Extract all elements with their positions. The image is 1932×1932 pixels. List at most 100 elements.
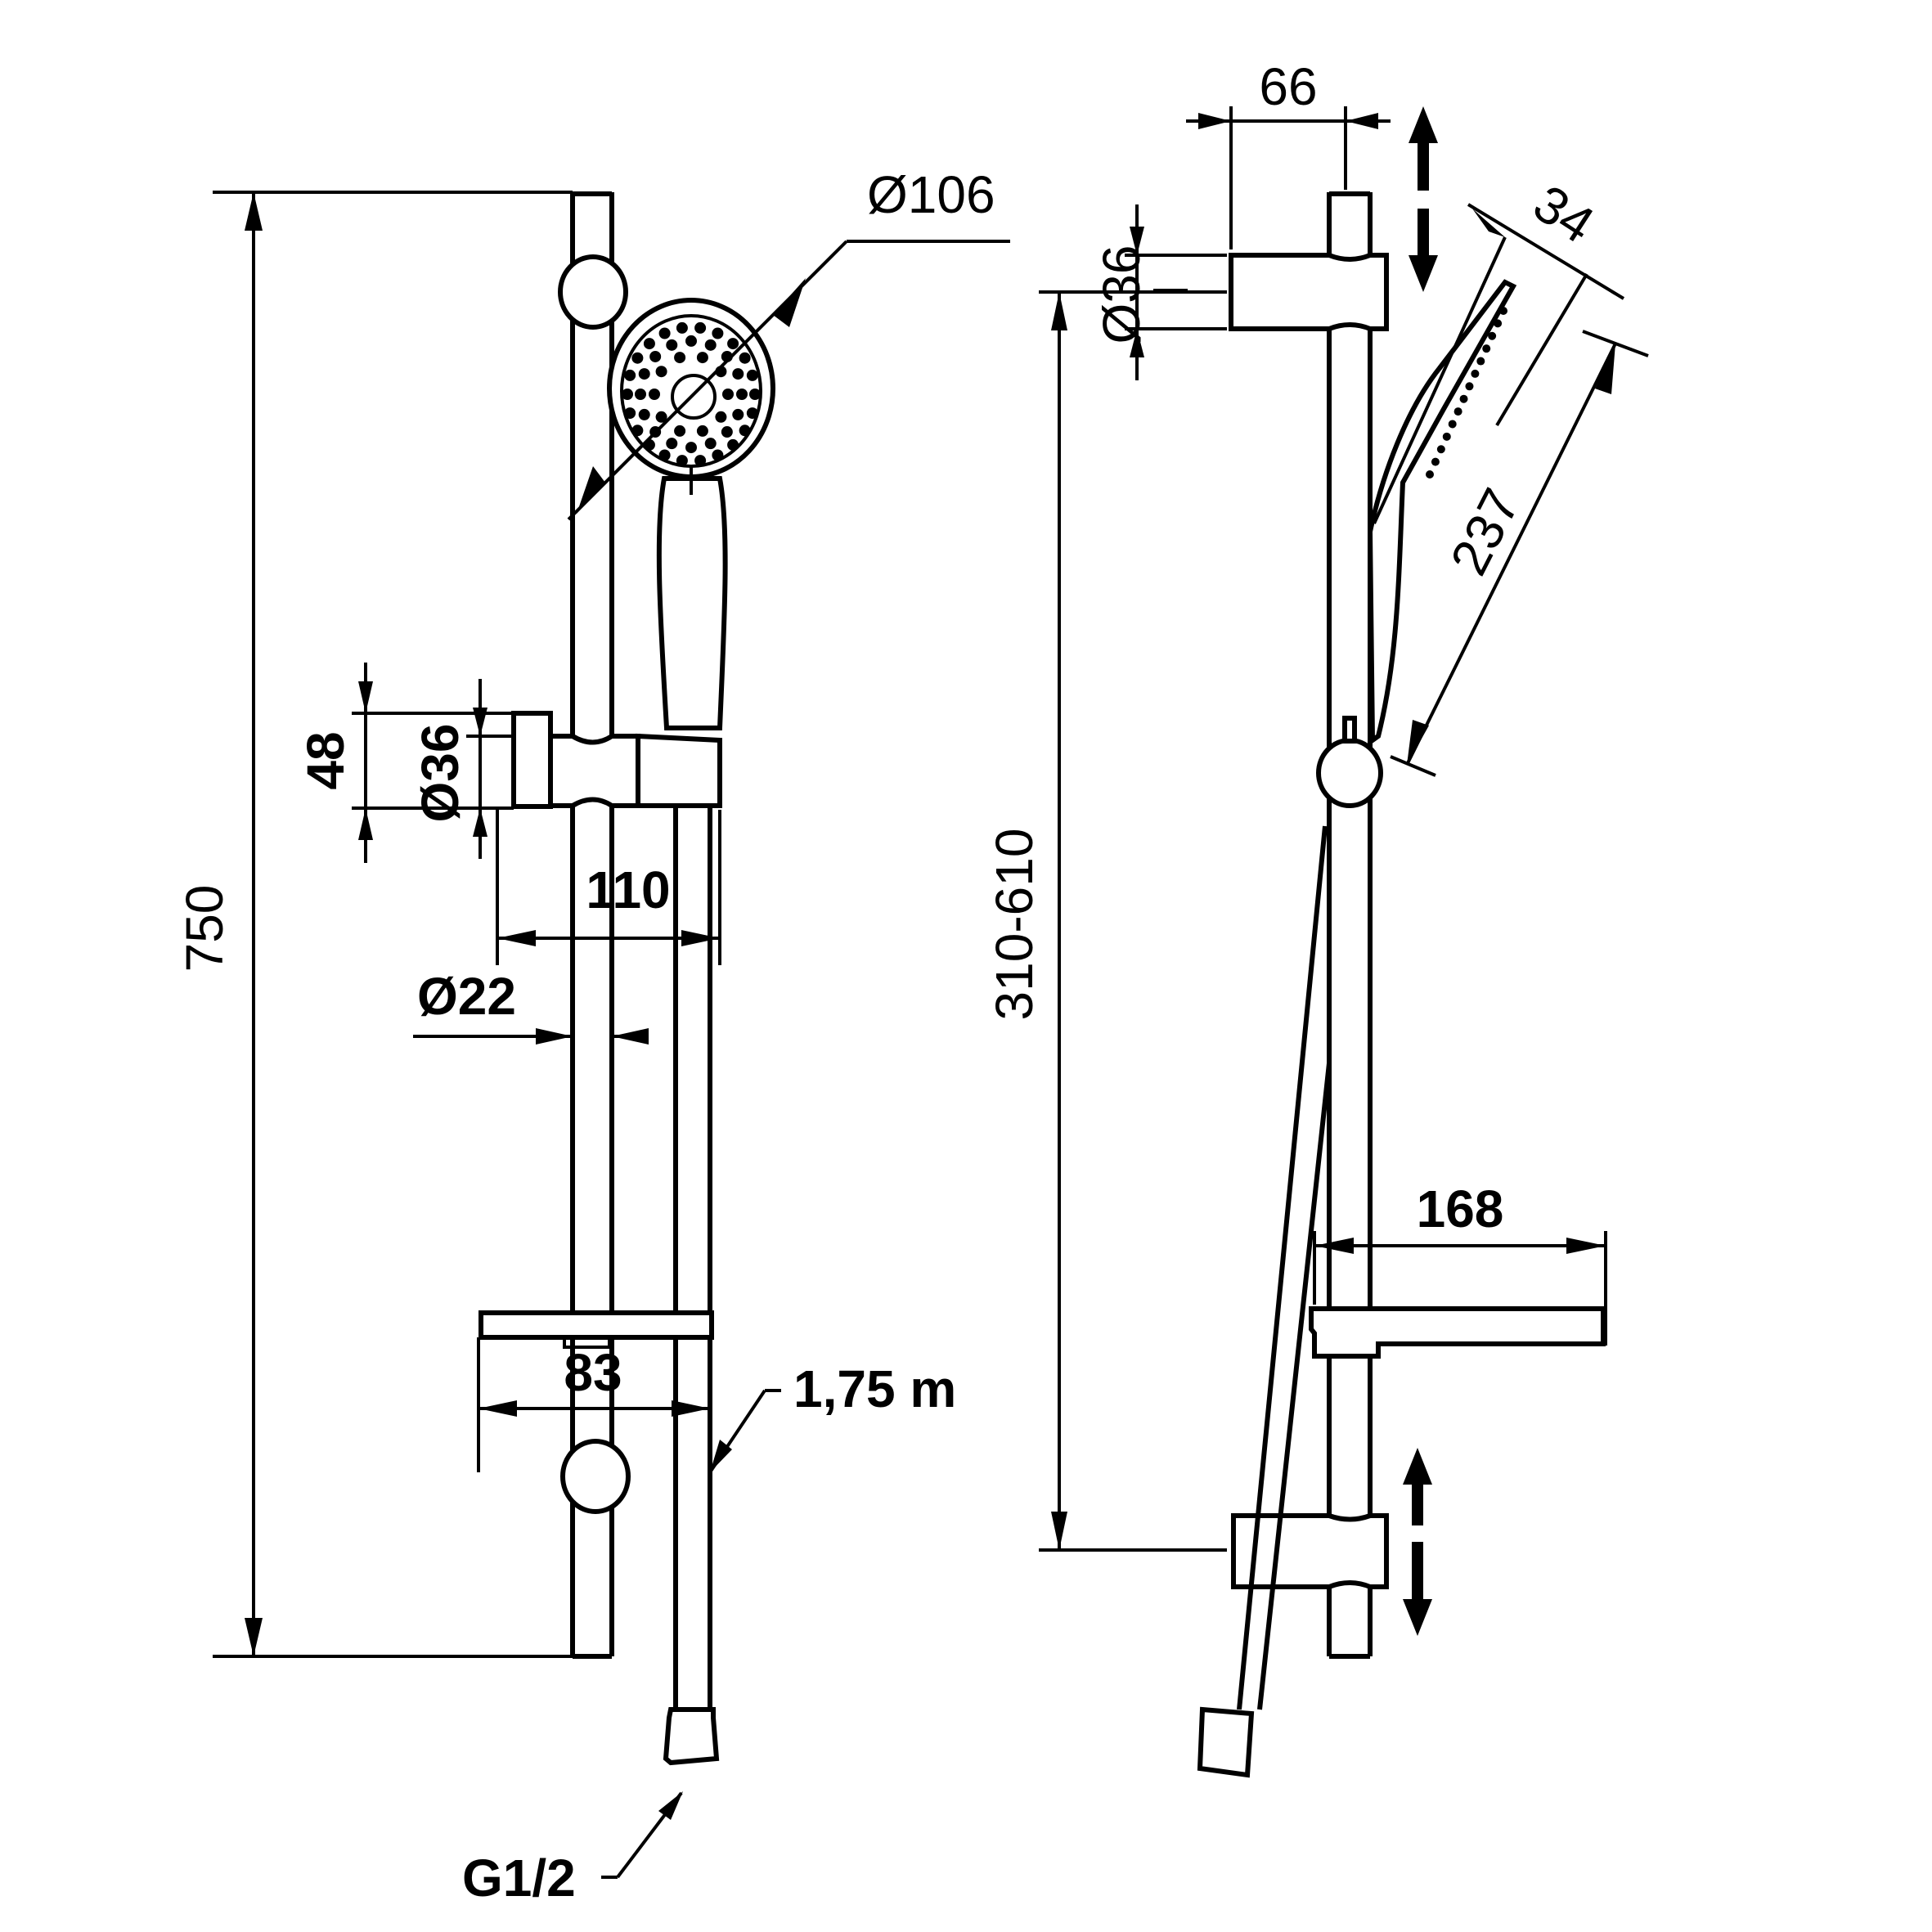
soap-dish — [479, 1310, 714, 1349]
nozzle-dot — [722, 389, 734, 400]
nozzle-dot — [674, 352, 686, 364]
nozzle-dot — [666, 438, 678, 450]
nozzle-dot — [655, 411, 667, 423]
dim-holder-diameter: Ø36 — [411, 679, 514, 859]
nozzle-dot — [676, 455, 688, 467]
nozzle-dot — [696, 425, 708, 437]
side-nozzle-dot — [1471, 369, 1480, 378]
side-bracket-top — [1229, 253, 1389, 331]
side-bracket-bottom — [1231, 1513, 1389, 1589]
rail — [570, 191, 614, 1659]
shower-hose — [663, 806, 720, 1766]
side-view: 66 Ø36 34 237 — [985, 57, 1649, 1778]
nozzle-dot — [649, 350, 662, 362]
side-nozzle-dot — [1482, 344, 1491, 353]
label-bracket-spacing: 310-610 — [985, 829, 1044, 1021]
side-nozzle-dot — [1453, 407, 1462, 416]
nozzle-dot — [676, 321, 688, 334]
side-nozzle-dot — [1494, 319, 1503, 328]
dim-rail-diameter: Ø22 — [413, 967, 649, 1045]
front-view: 750 Ø106 48 Ø36 — [175, 165, 1010, 1907]
adjust-arrow-bottom-icon — [1403, 1448, 1432, 1636]
nozzle-dot — [749, 389, 761, 400]
nozzle-dot — [694, 455, 707, 467]
nozzle-dot — [655, 366, 667, 378]
side-holder-slider — [1316, 738, 1383, 808]
nozzle-dot — [638, 408, 650, 420]
label-holder-projection: 110 — [586, 860, 670, 919]
label-head-diameter: Ø106 — [867, 165, 995, 224]
nozzle-dot — [643, 338, 655, 350]
nozzle-dot — [704, 339, 717, 351]
dim-soap-dish-depth: 83 — [477, 1337, 712, 1472]
label-holder-diameter: Ø36 — [411, 724, 470, 823]
adjust-arrow-top-icon — [1409, 106, 1438, 292]
side-nozzle-dot — [1465, 382, 1474, 391]
side-nozzle-dot — [1488, 331, 1497, 340]
nozzle-dot — [727, 438, 739, 451]
nozzle-dot — [624, 407, 636, 420]
label-head-thickness: 34 — [1524, 173, 1605, 254]
nozzle-dot — [624, 369, 636, 381]
hand-shower — [607, 298, 775, 730]
label-bracket-diameter: Ø36 — [1092, 245, 1151, 344]
nozzle-dot — [746, 407, 758, 420]
wall-bracket-bottom — [560, 1439, 631, 1514]
wall-bracket-top — [558, 254, 628, 330]
dim-bracket-projection: 66 — [1186, 57, 1391, 249]
nozzle-dot — [631, 425, 644, 437]
dim-holder-projection: 110 — [496, 810, 721, 965]
nozzle-dot — [694, 321, 707, 334]
label-handset-length: 237 — [1439, 479, 1531, 584]
nozzle-dot — [712, 327, 724, 339]
leader-hose-length: 1,75 m — [708, 1359, 956, 1474]
side-nozzle-dot — [1442, 432, 1451, 441]
nozzle-dot — [732, 408, 744, 420]
spray-nozzles — [622, 321, 761, 467]
side-nozzle-dot — [1436, 445, 1445, 454]
label-overall-height: 750 — [175, 885, 234, 973]
side-nozzle-dot — [1459, 394, 1468, 403]
nozzle-dot — [638, 368, 650, 380]
nozzle-dot — [649, 389, 660, 400]
label-holder-height: 48 — [296, 731, 355, 789]
dim-head-diameter: Ø106 — [567, 165, 1010, 521]
label-shelf-depth: 168 — [1417, 1179, 1504, 1238]
nozzle-dot — [622, 389, 633, 400]
nozzle-dot — [736, 389, 748, 400]
side-hose — [1197, 825, 1332, 1778]
nozzle-dot — [658, 449, 671, 461]
nozzle-dot — [635, 389, 646, 400]
nozzle-dot — [674, 425, 686, 437]
side-rail — [1327, 191, 1373, 1659]
nozzle-dot — [685, 442, 697, 454]
label-bracket-projection: 66 — [1259, 57, 1317, 116]
nozzle-dot — [631, 352, 644, 364]
nozzle-dot — [715, 411, 727, 423]
nozzle-dot — [732, 368, 744, 380]
shower-holder — [511, 711, 722, 809]
nozzle-dot — [739, 352, 751, 364]
leader-connection-thread: G1/2 — [462, 1791, 683, 1907]
dim-shelf-depth: 168 — [1313, 1179, 1607, 1346]
side-nozzle-dot — [1499, 307, 1507, 315]
dim-overall-height: 750 — [175, 191, 573, 1658]
nozzle-dot — [696, 352, 708, 364]
label-hose-length: 1,75 m — [793, 1359, 956, 1418]
side-nozzle-dot — [1476, 357, 1485, 366]
side-shelf — [1309, 1306, 1606, 1359]
label-connection-thread: G1/2 — [462, 1849, 576, 1907]
nozzle-dot — [685, 335, 697, 347]
nozzle-dot — [666, 339, 678, 351]
side-nozzle-dot — [1426, 470, 1434, 479]
label-rail-diameter: Ø22 — [417, 967, 516, 1026]
dim-holder-height: 48 — [296, 663, 514, 863]
label-soap-dish-depth: 83 — [564, 1343, 622, 1402]
nozzle-dot — [712, 449, 724, 461]
side-nozzle-dot — [1431, 457, 1440, 466]
nozzle-dot — [746, 369, 758, 381]
side-spray-nozzles — [1426, 307, 1507, 479]
dim-bracket-spacing: 310-610 — [985, 290, 1227, 1552]
